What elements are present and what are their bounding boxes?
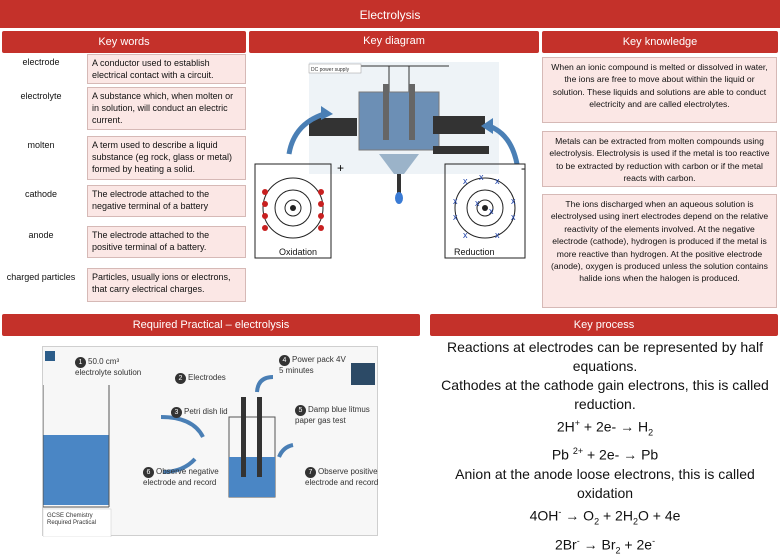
svg-text:x: x <box>463 230 468 240</box>
step-number: 4 <box>279 355 290 366</box>
kw-definition: A substance which, when molten or in sol… <box>87 87 246 130</box>
svg-text:x: x <box>475 198 480 208</box>
oxidation-label: Oxidation <box>279 247 318 257</box>
half-equation-lead: Pb 2+ + 2e- → Pb <box>551 446 659 464</box>
step-number: 6 <box>143 467 154 478</box>
step-text: Observe negative electrode and record <box>143 467 219 487</box>
minus-sign: - <box>521 161 525 175</box>
step-text: Damp blue litmus paper gas test <box>295 405 370 425</box>
kw-term: electrolyte <box>20 91 62 101</box>
kw-term: charged particles <box>6 272 76 282</box>
svg-text:x: x <box>453 212 458 222</box>
step-text: Power pack 4V 5 minutes <box>279 355 346 375</box>
key-process-text: Reactions at electrodes can be represent… <box>430 338 780 560</box>
process-anion: Anion at the anode loose electrons, this… <box>455 466 755 502</box>
reduction-label: Reduction <box>454 247 495 257</box>
kw-term: molten <box>27 140 55 150</box>
svg-text:x: x <box>495 176 500 186</box>
required-practical-header: Required Practical – electrolysis <box>2 314 420 336</box>
step-number: 7 <box>305 467 316 478</box>
kw-definition: A conductor used to establish electrical… <box>87 54 246 84</box>
svg-text:x: x <box>489 206 494 216</box>
knowledge-card: The ions discharged when an aqueous solu… <box>542 194 777 308</box>
half-equation-bromine: 2Br- → Br2 + 2e- <box>554 535 656 556</box>
process-intro: Reactions at electrodes can be represent… <box>447 339 763 374</box>
kw-row: molten A term used to describe a liquid … <box>2 134 246 182</box>
step-text: Electrodes <box>188 373 226 382</box>
svg-text:x: x <box>479 172 484 182</box>
kw-row: anode The electrode attached to the posi… <box>2 225 246 259</box>
step-text: Observe positive electrode and record <box>305 467 379 487</box>
kw-definition: The electrode attached to the positive t… <box>87 226 246 258</box>
key-knowledge-header: Key knowledge <box>542 31 778 53</box>
svg-text:x: x <box>495 230 500 240</box>
kw-definition: Particles, usually ions or electrons, th… <box>87 268 246 302</box>
kw-term: anode <box>28 230 54 240</box>
practical-footer: GCSE Chemistry Required Practical <box>47 513 97 526</box>
kw-row: charged particles Particles, usually ion… <box>2 267 246 303</box>
page-title: Electrolysis <box>0 0 780 30</box>
svg-text:x: x <box>511 196 516 206</box>
svg-text:x: x <box>463 176 468 186</box>
step-number: 3 <box>171 407 182 418</box>
svg-text:x: x <box>453 196 458 206</box>
key-words-panel: electrode A conductor used to establish … <box>2 54 246 306</box>
step-number: 5 <box>295 405 306 416</box>
plus-sign: + <box>337 161 344 175</box>
practical-illustration <box>43 351 375 537</box>
knowledge-card: When an ionic compound is melted or diss… <box>542 57 777 123</box>
kw-row: electrolyte A substance which, when molt… <box>2 87 246 131</box>
key-diagram-header: Key diagram <box>249 31 539 53</box>
key-process-header: Key process <box>430 314 778 336</box>
kw-term: cathode <box>24 189 58 199</box>
kw-definition: The electrode attached to the negative t… <box>87 185 246 217</box>
kw-term: electrode <box>22 57 60 67</box>
half-equation-oxygen: 4OH- → O2 + 2H2O + 4e <box>529 507 681 527</box>
step-number: 2 <box>175 373 186 384</box>
knowledge-card: Metals can be extracted from molten comp… <box>542 131 777 187</box>
svg-text:x: x <box>511 212 516 222</box>
half-equation-hydrogen: 2H+ + 2e- → H2 <box>556 418 654 438</box>
step-text: 50.0 cm³ electrolyte solution <box>75 357 142 377</box>
kw-row: cathode The electrode attached to the ne… <box>2 184 246 218</box>
kw-row: electrode A conductor used to establish … <box>2 54 246 86</box>
step-text: Petri dish lid <box>184 407 228 416</box>
step-number: 1 <box>75 357 86 368</box>
kw-definition: A term used to describe a liquid substan… <box>87 136 246 180</box>
key-words-header: Key words <box>2 31 246 53</box>
supply-label: DC power supply <box>311 67 350 73</box>
process-cathode: Cathodes at the cathode gain electrons, … <box>441 377 769 412</box>
